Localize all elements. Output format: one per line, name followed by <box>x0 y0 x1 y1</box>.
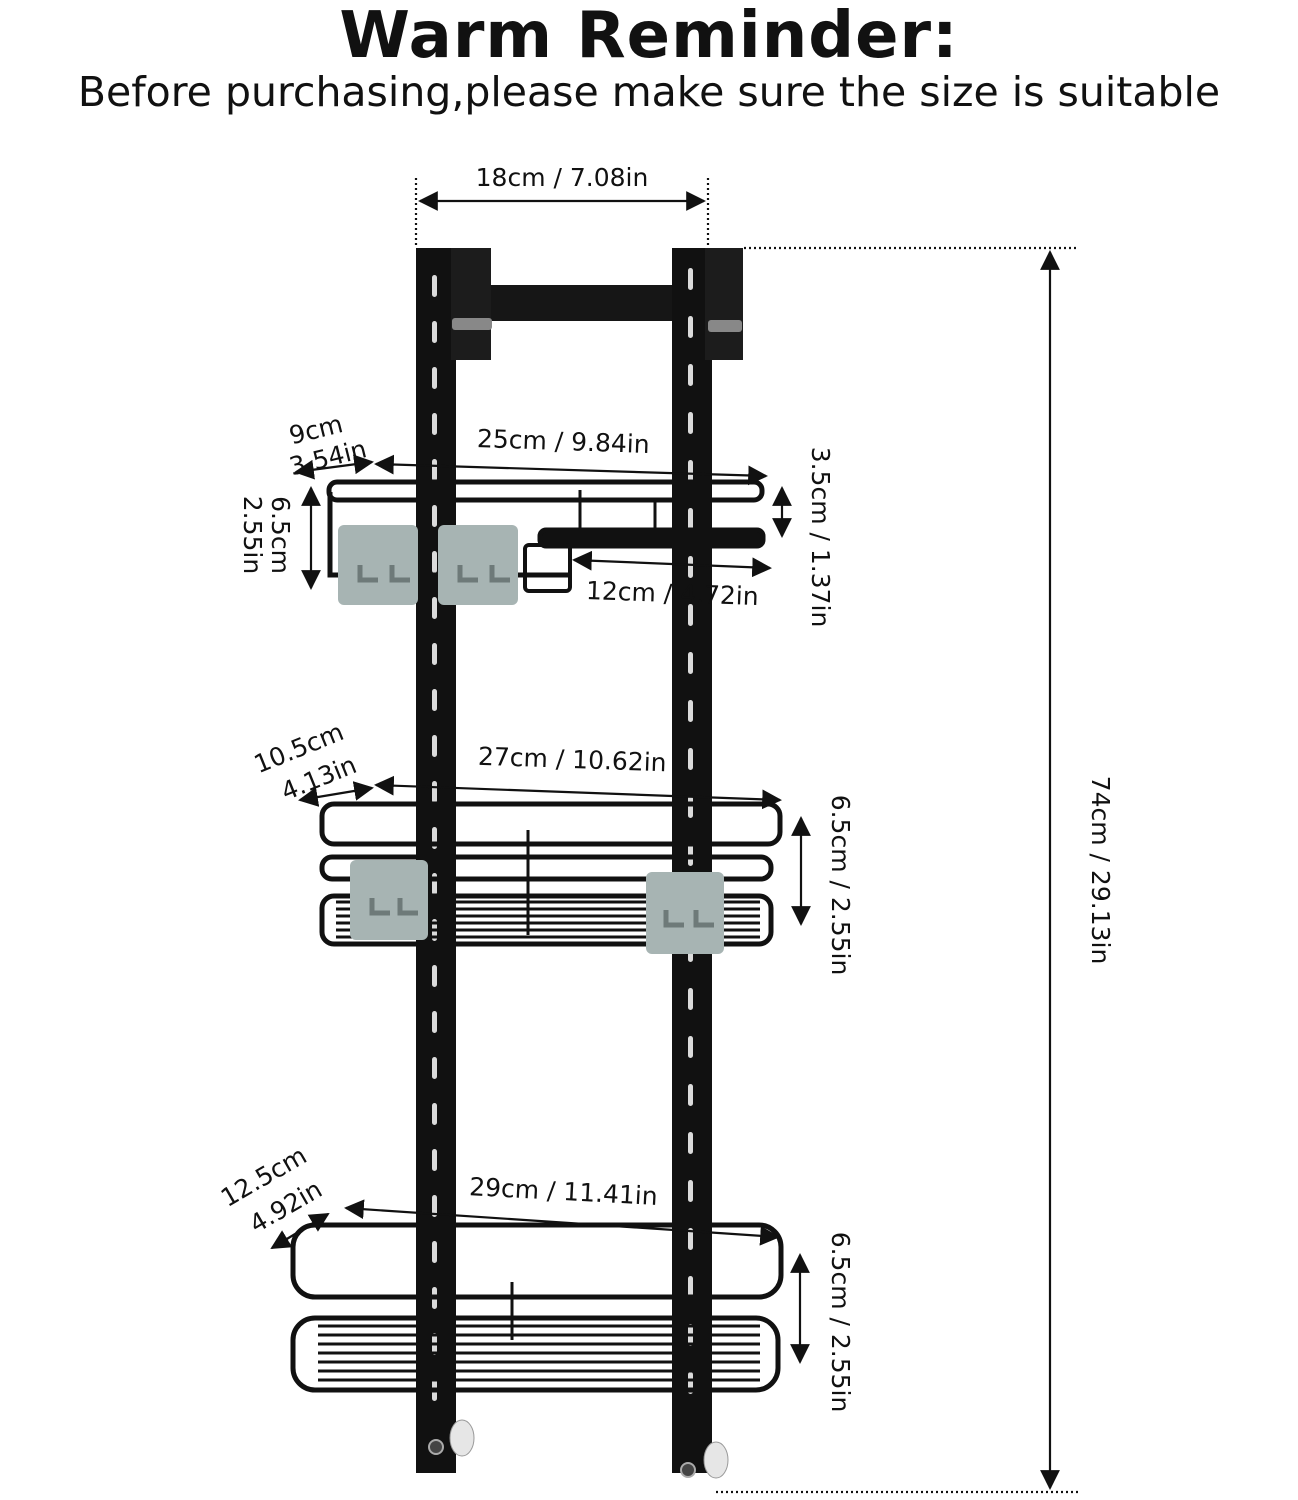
hook <box>663 910 714 928</box>
rail-slot <box>688 1180 693 1202</box>
rail-slot <box>432 459 437 481</box>
dimension-lines <box>270 178 1078 1494</box>
left-suction-cup <box>449 1419 475 1457</box>
right-suction-cup <box>703 1441 729 1479</box>
shelf-2-width-arrow <box>374 775 782 810</box>
left-top-bracket <box>451 248 491 360</box>
rail-slot <box>688 652 693 674</box>
hook <box>357 565 410 583</box>
right-top-bracket <box>705 248 743 360</box>
rail-slot <box>688 1132 693 1154</box>
shelf-1-basket-arrow <box>572 550 772 578</box>
left-clamp-screw <box>452 318 492 330</box>
hook <box>369 898 418 916</box>
rail-slot <box>432 735 437 757</box>
shelf-2-width-label: 27cm / 10.62in <box>478 742 667 778</box>
rail-slot <box>432 1057 437 1079</box>
shelf-1-side-cm-label: 6.5cm <box>266 496 295 574</box>
rail-slot <box>432 1103 437 1125</box>
rail-slot <box>688 412 693 434</box>
shelf-3-bottom <box>290 1315 781 1393</box>
rail-slot <box>432 275 437 297</box>
rail-slot <box>688 508 693 530</box>
shelf-3 <box>290 1222 784 1393</box>
shelf-2-bottom <box>319 893 774 947</box>
rail-slot <box>432 689 437 711</box>
top-width-label: 18cm / 7.08in <box>476 163 649 192</box>
rail-slot <box>688 700 693 722</box>
rail-slot <box>688 268 693 290</box>
shelf-3-wire-base <box>318 1324 760 1382</box>
shelf-1-height-label: 3.5cm / 1.37in <box>806 447 835 628</box>
page-subtitle: Before purchasing,please make sure the s… <box>77 68 1221 116</box>
rail-slot <box>432 1149 437 1171</box>
rail-slot <box>432 1011 437 1033</box>
shelf-3-height-label: 6.5cm / 2.55in <box>826 1232 855 1413</box>
rail-slot <box>432 413 437 435</box>
page-title: Warm Reminder: <box>339 0 959 73</box>
shelf-3-width-arrow <box>344 1199 780 1246</box>
shelf-3-width-label: 29cm / 11.41in <box>469 1172 659 1211</box>
hook-pad <box>350 860 428 940</box>
shelf-1-basket <box>523 543 572 593</box>
rail-slot <box>688 988 693 1010</box>
rail-slot <box>432 551 437 573</box>
rail-slot <box>688 796 693 818</box>
rail-slot <box>688 1036 693 1058</box>
rail-slot <box>432 505 437 527</box>
bottom-fixings <box>428 1419 729 1479</box>
rail-slot <box>688 1084 693 1106</box>
rail-slot <box>688 460 693 482</box>
top-crossbar <box>456 285 672 321</box>
rail-slot <box>432 1241 437 1263</box>
shelf-2-hooks <box>350 860 724 954</box>
hook-pad <box>438 525 518 605</box>
shelf-2-height-label: 6.5cm / 2.55in <box>826 795 855 976</box>
rail-slot <box>432 597 437 619</box>
hook <box>457 565 510 583</box>
rail-slot <box>432 643 437 665</box>
rail-slot <box>432 965 437 987</box>
rail-slot <box>688 748 693 770</box>
rail-slot <box>432 367 437 389</box>
rail-slot <box>688 1276 693 1298</box>
shelf-1-width-arrow <box>374 454 768 486</box>
shelf-2-mid-rail <box>319 854 774 882</box>
rail-slot <box>688 556 693 578</box>
hook-pad <box>338 525 418 605</box>
shelf-1-side-in-label: 2.55in <box>238 496 267 574</box>
shelf-1-width-label: 25cm / 9.84in <box>476 424 650 459</box>
left-bottom-screw <box>428 1439 444 1455</box>
total-height-label: 74cm / 29.13in <box>1086 776 1115 965</box>
rail-slot <box>432 781 437 803</box>
rail-slot <box>432 321 437 343</box>
rail-slot <box>688 604 693 626</box>
rail-slot <box>432 873 437 895</box>
right-bottom-screw <box>680 1462 696 1478</box>
rack-frame <box>416 248 743 1479</box>
shelf-1-depth-arrow <box>294 454 374 480</box>
rail-slot <box>688 364 693 386</box>
rail-slot <box>688 316 693 338</box>
right-clamp-screw <box>708 320 742 332</box>
shelf-1-hooks <box>338 525 518 605</box>
shelf-3-depth-arrow <box>270 1212 330 1250</box>
shelf-2-depth-arrow <box>298 781 374 807</box>
shelf-1-basket-label: 12cm / 4.72in <box>585 576 759 611</box>
shelf-1-front-rail <box>537 527 766 549</box>
hook-pad <box>646 872 724 954</box>
